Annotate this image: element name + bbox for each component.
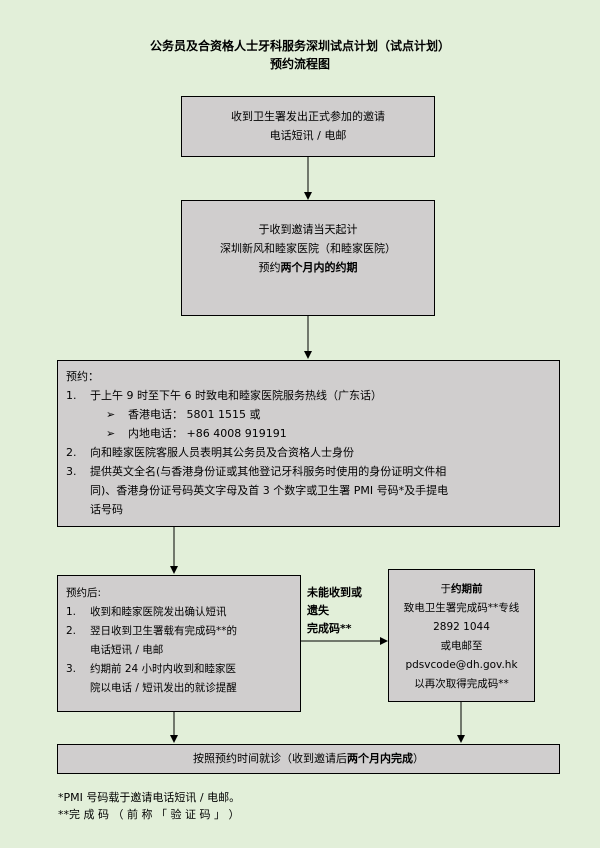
list-item: 3. 提供英文全名(与香港身份证或其他登记牙科服务时使用的身份证明文件相 同)、… bbox=[66, 465, 449, 516]
mainland-phone-number: +86 4008 919191 bbox=[186, 427, 287, 440]
hk-phone-number: 5801 1515 或 bbox=[186, 408, 261, 421]
footnote-completion-code: **完 成 码 （ 前 称 「 验 证 码 」 ） bbox=[58, 808, 240, 821]
step-call-box: 于收到邀请当天起计 深圳新风和睦家医院（和睦家医院） 预约两个月内的约期 bbox=[181, 200, 435, 316]
list-item: 2.向和睦家医院客服人员表明其公务员及合资格人士身份 bbox=[66, 446, 354, 459]
page-subtitle: 预约流程图 bbox=[269, 57, 330, 71]
invitation-channel: 电话短讯 / 电邮 bbox=[269, 129, 347, 142]
appointment-window-text: 预约两个月内的约期 bbox=[258, 261, 358, 274]
list-item: 2. 翌日收到卫生署载有完成码**的 电话短讯 / 电邮 bbox=[66, 625, 237, 656]
list-item: 1.于上午 9 时至下午 6 时致电和睦家医院服务热线（广东话） bbox=[66, 386, 551, 405]
code-hotline-label: 致电卫生署完成码**专线 bbox=[403, 602, 520, 614]
booking-hotline-text: 于上午 9 时至下午 6 时致电和睦家医院服务热线（广东话） bbox=[90, 389, 382, 402]
missing-code-label: 未能收到或 遗失 完成码** bbox=[307, 586, 362, 635]
step-attend-box: 按照预约时间就诊（收到邀请后两个月内完成） bbox=[57, 744, 560, 774]
booking-heading: 预约： bbox=[66, 370, 99, 383]
list-item: ➢内地电话： +86 4008 919191 bbox=[66, 424, 551, 443]
step-invitation-box: 收到卫生署发出正式参加的邀请 电话短讯 / 电邮 bbox=[181, 96, 435, 157]
arrow-bullet-icon: ➢ bbox=[106, 427, 116, 440]
step-retrieve-code-box: 于约期前 致电卫生署完成码**专线 2892 1044 或电邮至 pdsvcod… bbox=[388, 569, 535, 702]
list-item: 3. 约期前 24 小时内收到和睦家医 院以电话 / 短讯发出的就诊提醒 bbox=[66, 663, 237, 694]
invitation-text: 收到卫生署发出正式参加的邀请 bbox=[231, 110, 385, 123]
call-start-text: 于收到邀请当天起计 bbox=[258, 223, 358, 236]
code-hotline-number: 2892 1044 bbox=[433, 621, 490, 633]
step-after-booking-box: 预约后: 1.收到和睦家医院发出确认短讯 2. 翌日收到卫生署载有完成码**的 … bbox=[57, 575, 301, 712]
arrow-bullet-icon: ➢ bbox=[106, 408, 116, 421]
code-email-address: pdsvcode@dh.gov.hk bbox=[405, 659, 518, 671]
footnote-pmi: *PMI 号码载于邀请电话短讯 / 电邮。 bbox=[58, 791, 241, 804]
list-item: 1.收到和睦家医院发出确认短讯 bbox=[66, 606, 227, 618]
page-title: 公务员及合资格人士牙科服务深圳试点计划（试点计划） bbox=[149, 39, 450, 53]
step-booking-box: 预约： 1.于上午 9 时至下午 6 时致电和睦家医院服务热线（广东话） ➢香港… bbox=[57, 360, 560, 527]
after-booking-heading: 预约后: bbox=[66, 587, 102, 599]
hospital-name: 深圳新风和睦家医院（和睦家医院） bbox=[220, 242, 396, 255]
list-item: ➢香港电话： 5801 1515 或 bbox=[66, 405, 551, 424]
